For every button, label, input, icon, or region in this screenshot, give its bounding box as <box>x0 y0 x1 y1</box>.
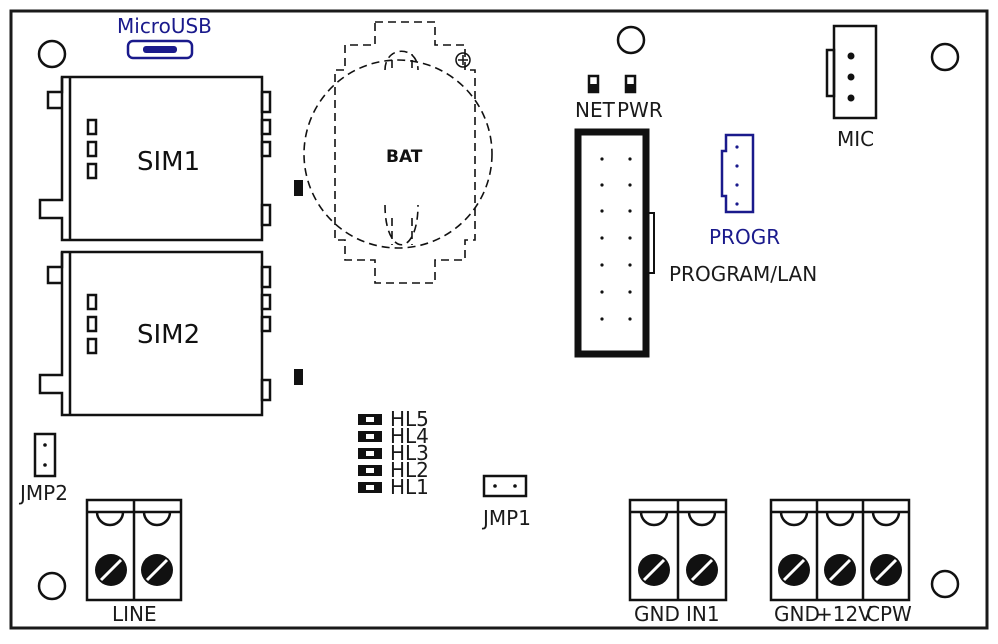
jmp1-jumper <box>482 474 528 498</box>
mounting-hole-top-mid <box>616 25 646 55</box>
board-outline <box>9 9 989 630</box>
jmp2-label: JMP2 <box>18 481 68 505</box>
line-terminal-screws <box>95 554 173 586</box>
pad-sim2 <box>294 369 303 385</box>
mic-connector <box>832 24 878 120</box>
microusb-connector <box>126 39 194 60</box>
jmp1-pin-1 <box>493 484 497 488</box>
hl-leds-inner <box>366 417 374 490</box>
mic-pins <box>847 52 855 102</box>
mounting-hole-top-left <box>37 39 67 69</box>
microusb-label: MicroUSB <box>117 14 212 38</box>
sim2-holder <box>38 250 272 417</box>
power-terminal-block <box>769 498 911 602</box>
line-label: LINE <box>112 602 157 626</box>
in1-label: IN1 <box>686 602 720 626</box>
jmp2-pin-2 <box>43 463 47 467</box>
sim1-holder <box>38 75 272 242</box>
battery-label: BAT <box>386 147 423 167</box>
progr-pins <box>735 145 739 206</box>
power-terminal-screws <box>778 554 902 586</box>
cpw-label: CPW <box>866 602 912 626</box>
gnd-in1-terminal-block <box>628 498 728 602</box>
sim2-label: SIM2 <box>137 320 200 350</box>
mic-label: MIC <box>837 127 874 151</box>
pwr-label: PWR <box>617 98 663 122</box>
gnd-label-b: GND <box>774 602 820 626</box>
pad-sim1 <box>294 180 303 196</box>
plus12v-label: +12V <box>816 602 872 626</box>
mounting-hole-bottom-right <box>930 569 960 599</box>
net-led-fill <box>589 84 598 92</box>
program-lan-pins <box>600 157 632 321</box>
mic-connector-latch <box>825 48 836 98</box>
microusb-port-inner <box>143 46 177 53</box>
program-lan-header <box>574 128 650 358</box>
program-lan-label: PROGRAM/LAN <box>669 262 817 286</box>
hl2-label: HL2 <box>390 458 429 482</box>
mounting-hole-bottom-left <box>37 571 67 601</box>
sim1-label: SIM1 <box>137 147 200 177</box>
hl3-label: HL3 <box>390 441 429 465</box>
jmp1-label: JMP1 <box>481 506 531 530</box>
jmp1-pin-2 <box>513 484 517 488</box>
battery-terminal-symbol <box>455 52 471 68</box>
jmp2-pin-1 <box>43 443 47 447</box>
progr-label: PROGR <box>709 225 780 249</box>
hl5-label: HL5 <box>390 407 429 431</box>
hl4-label: HL4 <box>390 424 429 448</box>
jmp2-jumper <box>33 432 57 478</box>
pwr-led-fill <box>626 84 635 92</box>
hl1-label: HL1 <box>390 475 429 499</box>
net-label: NET <box>575 98 616 122</box>
program-lan-key <box>645 212 655 274</box>
gnd-in1-terminal-screws <box>638 554 718 586</box>
progr-header <box>720 133 755 214</box>
mounting-hole-top-right <box>930 42 960 72</box>
line-terminal-block <box>85 498 183 602</box>
gnd-label-a: GND <box>634 602 680 626</box>
